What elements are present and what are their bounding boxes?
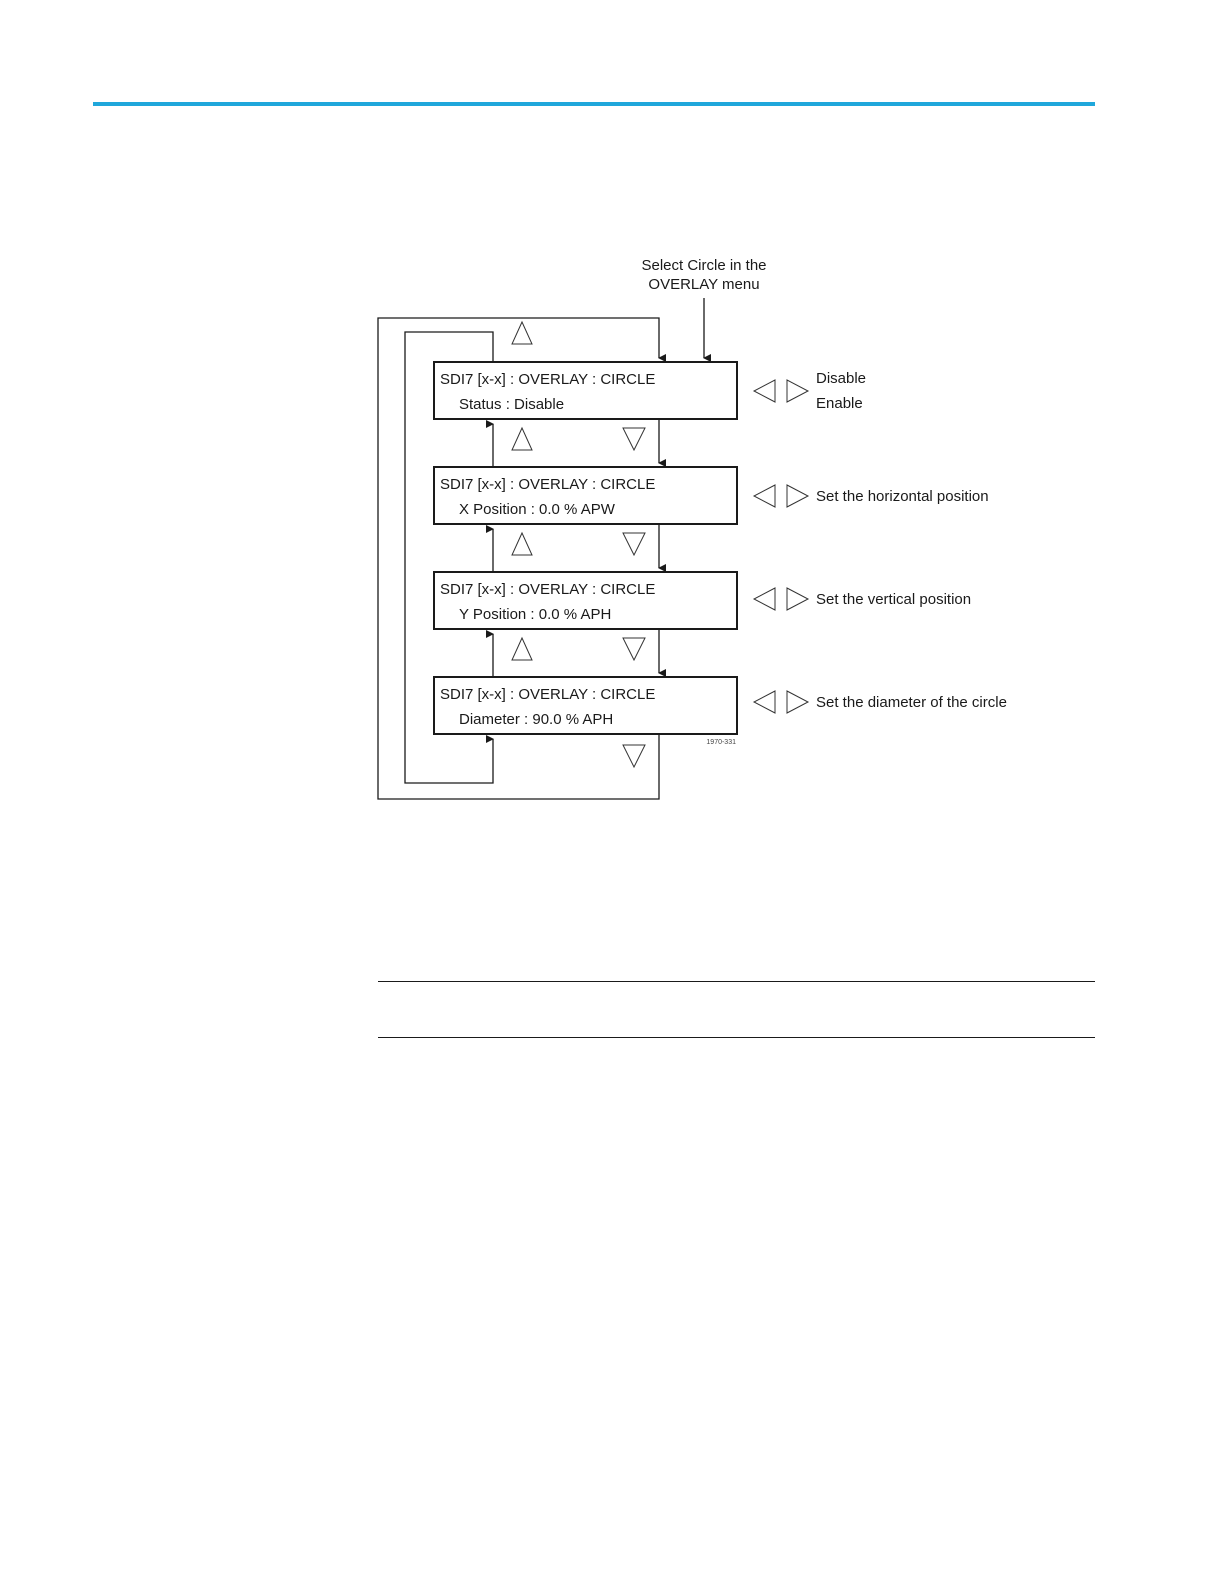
menu-screen-y-position: SDI7 [x-x] : OVERLAY : CIRCLE Y Position…	[433, 571, 738, 630]
status-option-enable: Enable	[816, 395, 863, 412]
right-key-icon	[786, 690, 810, 714]
up-key-icon	[511, 531, 533, 556]
down-key-icon	[622, 744, 646, 769]
screen-status-line-2: Status : Disable	[459, 396, 564, 413]
connector-lines	[377, 298, 711, 800]
screen-status-line-1: SDI7 [x-x] : OVERLAY : CIRCLE	[440, 371, 655, 388]
menu-screen-diameter: SDI7 [x-x] : OVERLAY : CIRCLE Diameter :…	[433, 676, 738, 735]
x-position-note: Set the horizontal position	[816, 488, 989, 505]
inner-loop-arrow	[404, 331, 494, 784]
y-position-note: Set the vertical position	[816, 591, 971, 608]
menu-screen-x-position: SDI7 [x-x] : OVERLAY : CIRCLE X Position…	[433, 466, 738, 525]
outer-loop-arrow	[377, 317, 666, 800]
status-option-disable: Disable	[816, 370, 866, 387]
note-bottom-rule	[378, 1037, 1095, 1038]
screen-diameter-line-2: Diameter : 90.0 % APH	[459, 711, 613, 728]
down-key-icon	[622, 532, 646, 557]
menu-screen-status: SDI7 [x-x] : OVERLAY : CIRCLE Status : D…	[433, 361, 738, 420]
entry-note-line-2: OVERLAY menu	[648, 276, 759, 293]
screen-x-position-line-2: X Position : 0.0 % APW	[459, 501, 616, 518]
screen-y-position-line-1: SDI7 [x-x] : OVERLAY : CIRCLE	[440, 581, 655, 598]
up-key-icon	[511, 320, 533, 345]
key-glyphs	[511, 320, 810, 769]
left-key-icon	[752, 379, 776, 403]
up-key-icon	[511, 426, 533, 451]
right-key-icon	[786, 379, 810, 403]
left-key-icon	[752, 484, 776, 508]
right-key-icon	[786, 587, 810, 611]
down-key-icon	[622, 637, 646, 662]
down-key-icon	[622, 427, 646, 452]
note-top-rule	[378, 981, 1095, 982]
figure-id: 1970-331	[706, 739, 736, 746]
screen-diameter-line-1: SDI7 [x-x] : OVERLAY : CIRCLE	[440, 686, 655, 703]
screen-y-position-line-2: Y Position : 0.0 % APH	[459, 606, 611, 623]
entry-note-line-1: Select Circle in the	[641, 257, 766, 274]
up-key-icon	[511, 636, 533, 661]
right-key-icon	[786, 484, 810, 508]
header-accent-rule	[93, 102, 1095, 106]
left-key-icon	[752, 690, 776, 714]
diameter-note: Set the diameter of the circle	[816, 694, 1007, 711]
left-key-icon	[752, 587, 776, 611]
screen-x-position-line-1: SDI7 [x-x] : OVERLAY : CIRCLE	[440, 476, 655, 493]
